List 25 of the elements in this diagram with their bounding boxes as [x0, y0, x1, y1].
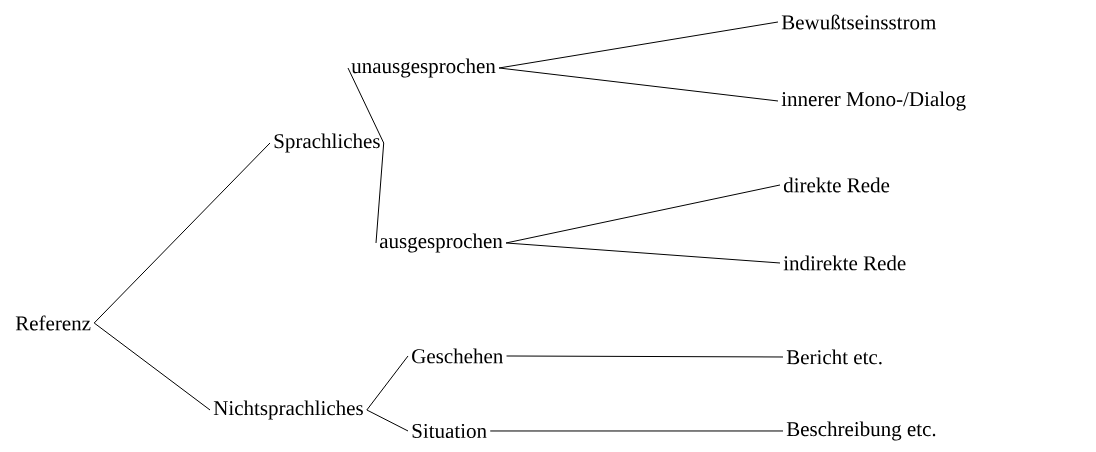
branch-line — [506, 355, 784, 358]
term-label: Bewußtseinsstrom — [781, 14, 937, 30]
term-label: Beschreibung etc. — [786, 421, 936, 441]
term-label: innerer Mono-/Dialog — [781, 91, 966, 111]
branch-line — [93, 142, 271, 324]
branch-line — [505, 242, 781, 264]
term-label: Situation — [412, 423, 487, 439]
term-label: unausgesprochen — [351, 58, 496, 78]
branch-line — [366, 355, 409, 411]
branch-line — [93, 322, 211, 411]
term-label: Referenz — [15, 315, 91, 331]
branch-line — [366, 409, 409, 432]
branch-line — [489, 430, 784, 432]
branch-line — [505, 184, 781, 244]
branch-line — [498, 21, 779, 69]
term-label: Sprachliches — [274, 133, 380, 153]
branch-line — [498, 67, 779, 102]
term-label: Bericht etc. — [786, 349, 882, 365]
term-label: indirekte Rede — [783, 255, 906, 271]
branch-line — [347, 67, 385, 144]
term-label: direkte Rede — [783, 177, 890, 193]
term-label: ausgesprochen — [379, 233, 503, 253]
term-label: Nichtsprachliches — [213, 400, 363, 420]
term-label: Geschehen — [412, 348, 503, 364]
branch-line — [375, 142, 385, 244]
